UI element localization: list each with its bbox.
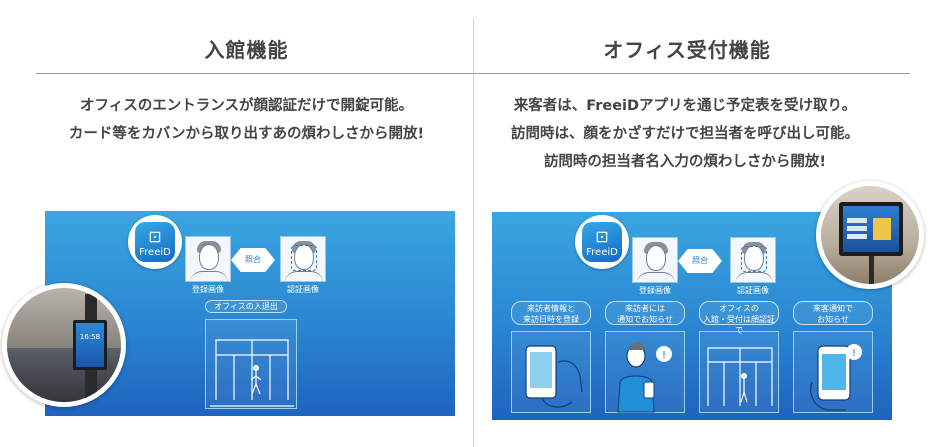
match-label: 照合 [245,255,261,264]
reception-tablet-photo [816,181,924,289]
reception-desc-line-2: 訪問時は、顔をかざすだけで担当者を呼び出し可能。 [511,126,859,142]
freeid-app-name: FreeiD [139,247,171,258]
step-2-line-1: 来訪者には [625,304,665,313]
freeid-badge: ⊡ FreeiD [128,215,182,269]
step-label-face-entry: オフィスの 入館・受付は顔認証で [699,301,779,335]
step-3-line-2: 入館・受付は顔認証で [703,315,775,335]
step-1-line-2: 来訪日時を登録 [523,315,579,324]
notification-icon [656,346,672,362]
face-icon [185,236,231,282]
entry-desc-line-1: オフィスのエントランスが顔認証だけで開錠可能。 [80,98,413,114]
entry-title-rule [36,73,473,74]
step-label-register: 来訪者情報と 来訪日時を登録 [511,301,591,325]
reception-desc-line-3: 訪問時の担当者名入力の煩わしさから開放! [543,154,827,170]
step-3-line-1: オフィスの [719,304,759,313]
visitor-phone-icon: ! [617,342,672,413]
step-2-line-2: 通知でお知らせ [617,315,673,324]
notification-icon [846,344,862,360]
tablet-icon [839,202,903,256]
freeid-badge: ⊡ FreeiD [575,215,629,269]
match-label: 照合 [692,256,708,265]
entry-feature-column: 入館機能 オフィスのエントランスが顔認証だけで開錠可能。 カード等をカバンから取… [2,38,473,416]
reception-feature-description: 来客者は、FreeiDアプリを通じ予定表を受け取り。 訪問時は、顔をかざすだけで… [452,92,918,176]
reception-desc-line-1: 来客者は、FreeiDアプリを通じ予定表を受け取り。 [513,98,857,114]
face-icon [632,237,678,283]
svg-text:!: ! [852,348,856,359]
step-label-notify: 来訪者には 通知でお知らせ [605,301,685,325]
face-registered-caption: 登録画像 [639,286,671,295]
step-scene-notify: ! [605,331,685,413]
smartphone-notify-icon: ! [810,344,862,411]
entry-feature-title: 入館機能 [204,38,289,62]
reception-feature-column: オフィス受付機能 来客者は、FreeiDアプリを通じ予定表を受け取り。 訪問時は… [474,0,940,447]
face-auth-caption: 認証画像 [737,286,769,295]
step-scene-register [511,331,591,413]
freeid-app-icon: ⊡ FreeiD [135,222,175,262]
step-label-visitor-notify: 来客通知で お知らせ [793,301,873,325]
step-4-line-1: 来客通知で [813,304,853,313]
door-icon [707,347,773,406]
step-1-line-1: 来訪者情報と [527,304,575,313]
step-4-line-2: お知らせ [817,315,849,324]
step-scene-face-entry [699,331,779,413]
match-arrow: 照合 [231,248,275,272]
entry-desc-line-2: カード等をカバンから取り出すあの煩わしさから開放! [68,126,425,142]
smartphone-icon [525,345,583,408]
office-entry-scene [205,319,297,409]
office-entry-label: オフィスの入退出 [205,300,287,313]
reception-feature-title: オフィス受付機能 [603,38,771,62]
entry-feature-description: オフィスのエントランスが顔認証だけで開錠可能。 カード等をカバンから取り出すあの… [20,92,473,148]
face-scan-icon [730,237,776,283]
freeid-app-name: FreeiD [586,247,618,258]
entrance-kiosk-photo: 16:58 [2,283,126,407]
match-arrow: 照合 [678,249,722,273]
svg-text:!: ! [662,350,666,361]
freeid-app-icon: ⊡ FreeiD [582,222,622,262]
face-registered-caption: 登録画像 [192,285,224,294]
column-divider [473,18,474,447]
reception-title-rule [474,73,910,74]
kiosk-time: 16:58 [79,333,101,341]
door-icon [210,339,294,407]
face-scan-icon [280,236,326,282]
kiosk-device: 16:58 [73,320,107,370]
reception-illustration-panel: 登録画像 照合 認証画像 来訪者情報と 来訪日時を登録 来訪者には 通知でお知ら… [492,212,892,420]
face-auth-caption: 認証画像 [287,285,319,294]
step-scene-visitor-notify: ! [793,331,873,413]
tablet-stand [869,256,874,284]
